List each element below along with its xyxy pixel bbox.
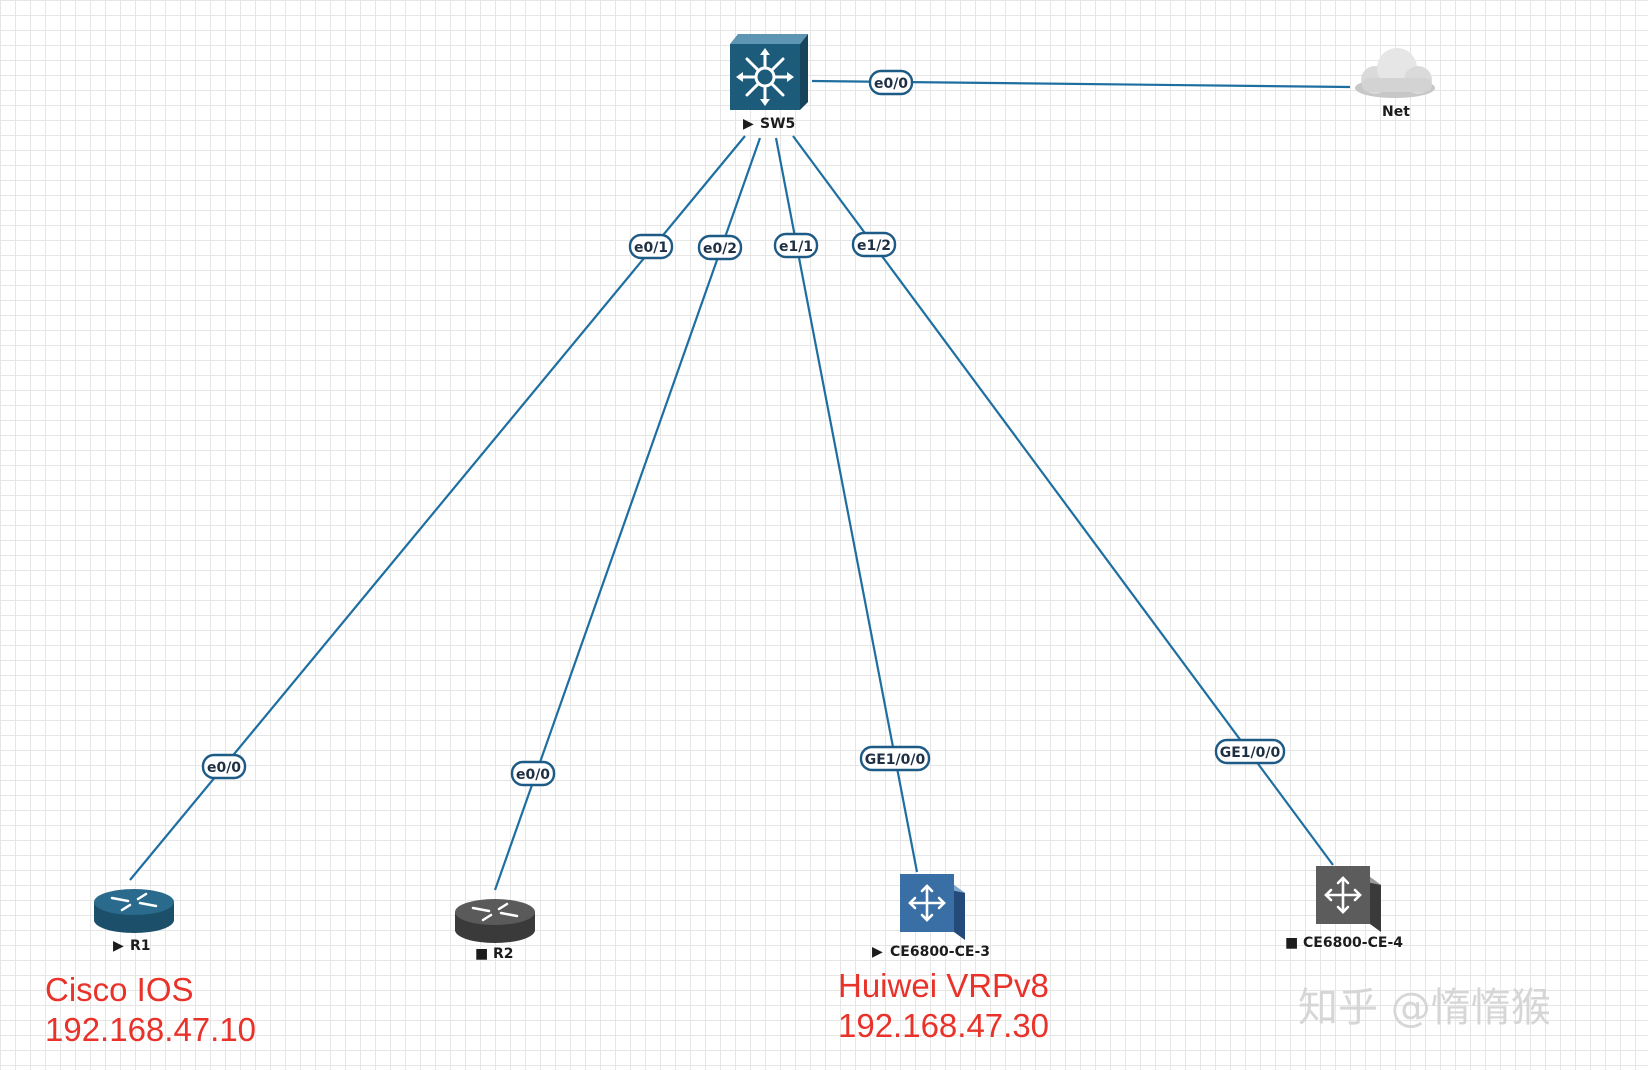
node-state-indicator: ▶ (113, 938, 124, 954)
port-label-r2-e0-0[interactable]: e0/0 (510, 760, 556, 787)
node-ce3[interactable]: ▶ CE6800-CE-3 (872, 874, 990, 960)
node-label-ce3: CE6800-CE-3 (890, 944, 990, 960)
annotation-cisco-os: Cisco IOS (45, 971, 194, 1008)
port-label-sw5-e1-2[interactable]: e1/2 (851, 231, 897, 258)
router-icon (455, 899, 535, 943)
svg-text:e0/0: e0/0 (516, 767, 550, 783)
multilayer-switch-icon (730, 34, 808, 110)
node-state-indicator: ▶ (743, 116, 754, 132)
huawei-switch-icon (1316, 866, 1381, 932)
svg-text:e0/0: e0/0 (207, 760, 241, 776)
annotation-huawei-ip: 192.168.47.30 (838, 1007, 1050, 1044)
svg-text:GE1/0/0: GE1/0/0 (865, 752, 926, 768)
svg-text:e1/1: e1/1 (779, 239, 813, 255)
annotation-cisco-ip: 192.168.47.10 (45, 1011, 257, 1048)
cloud-icon (1355, 48, 1435, 98)
svg-text:e0/2: e0/2 (703, 241, 737, 257)
node-label-net: Net (1382, 104, 1410, 120)
svg-text:GE1/0/0: GE1/0/0 (1220, 745, 1281, 761)
node-sw5[interactable]: ▶ SW5 (730, 34, 808, 132)
node-state-indicator: ▶ (872, 944, 883, 960)
node-state-indicator: ■ (475, 946, 488, 962)
svg-text:e0/1: e0/1 (634, 240, 668, 256)
node-ce4[interactable]: ■ CE6800-CE-4 (1285, 866, 1403, 951)
watermark: 知乎 @惰惰猴 (1298, 985, 1551, 1031)
node-state-indicator: ■ (1285, 935, 1298, 951)
port-label-sw5-e1-1[interactable]: e1/1 (773, 232, 819, 259)
port-labels: e0/0 e0/1 e0/0 e0/2 e0/0 e1/1 GE1/0/0 e (201, 69, 1286, 787)
node-label-sw5: SW5 (760, 116, 795, 132)
port-label-sw5-e0-1[interactable]: e0/1 (628, 233, 674, 260)
annotation-huawei-os: Huiwei VRPv8 (838, 967, 1049, 1004)
port-label-ce4-ge1-0-0[interactable]: GE1/0/0 (1214, 738, 1286, 765)
node-net[interactable]: Net (1355, 48, 1435, 120)
node-label-r1: R1 (130, 938, 151, 954)
huawei-switch-icon (900, 874, 965, 940)
links (129, 79, 1351, 891)
node-label-ce4: CE6800-CE-4 (1303, 935, 1403, 951)
node-r1[interactable]: ▶ R1 (94, 889, 174, 954)
port-label-sw5-e0-2[interactable]: e0/2 (697, 234, 743, 261)
annotation-huawei: Huiwei VRPv8 192.168.47.30 (838, 966, 1049, 1046)
svg-text:e1/2: e1/2 (857, 238, 891, 254)
port-label-r1-e0-0[interactable]: e0/0 (201, 753, 247, 780)
node-r2[interactable]: ■ R2 (455, 899, 535, 962)
node-label-r2: R2 (493, 946, 514, 962)
annotation-cisco: Cisco IOS 192.168.47.10 (45, 970, 256, 1050)
svg-text:e0/0: e0/0 (874, 76, 908, 92)
port-label-sw5-e0-0[interactable]: e0/0 (868, 69, 914, 96)
router-icon (94, 889, 174, 933)
port-label-ce3-ge1-0-0[interactable]: GE1/0/0 (859, 745, 931, 772)
